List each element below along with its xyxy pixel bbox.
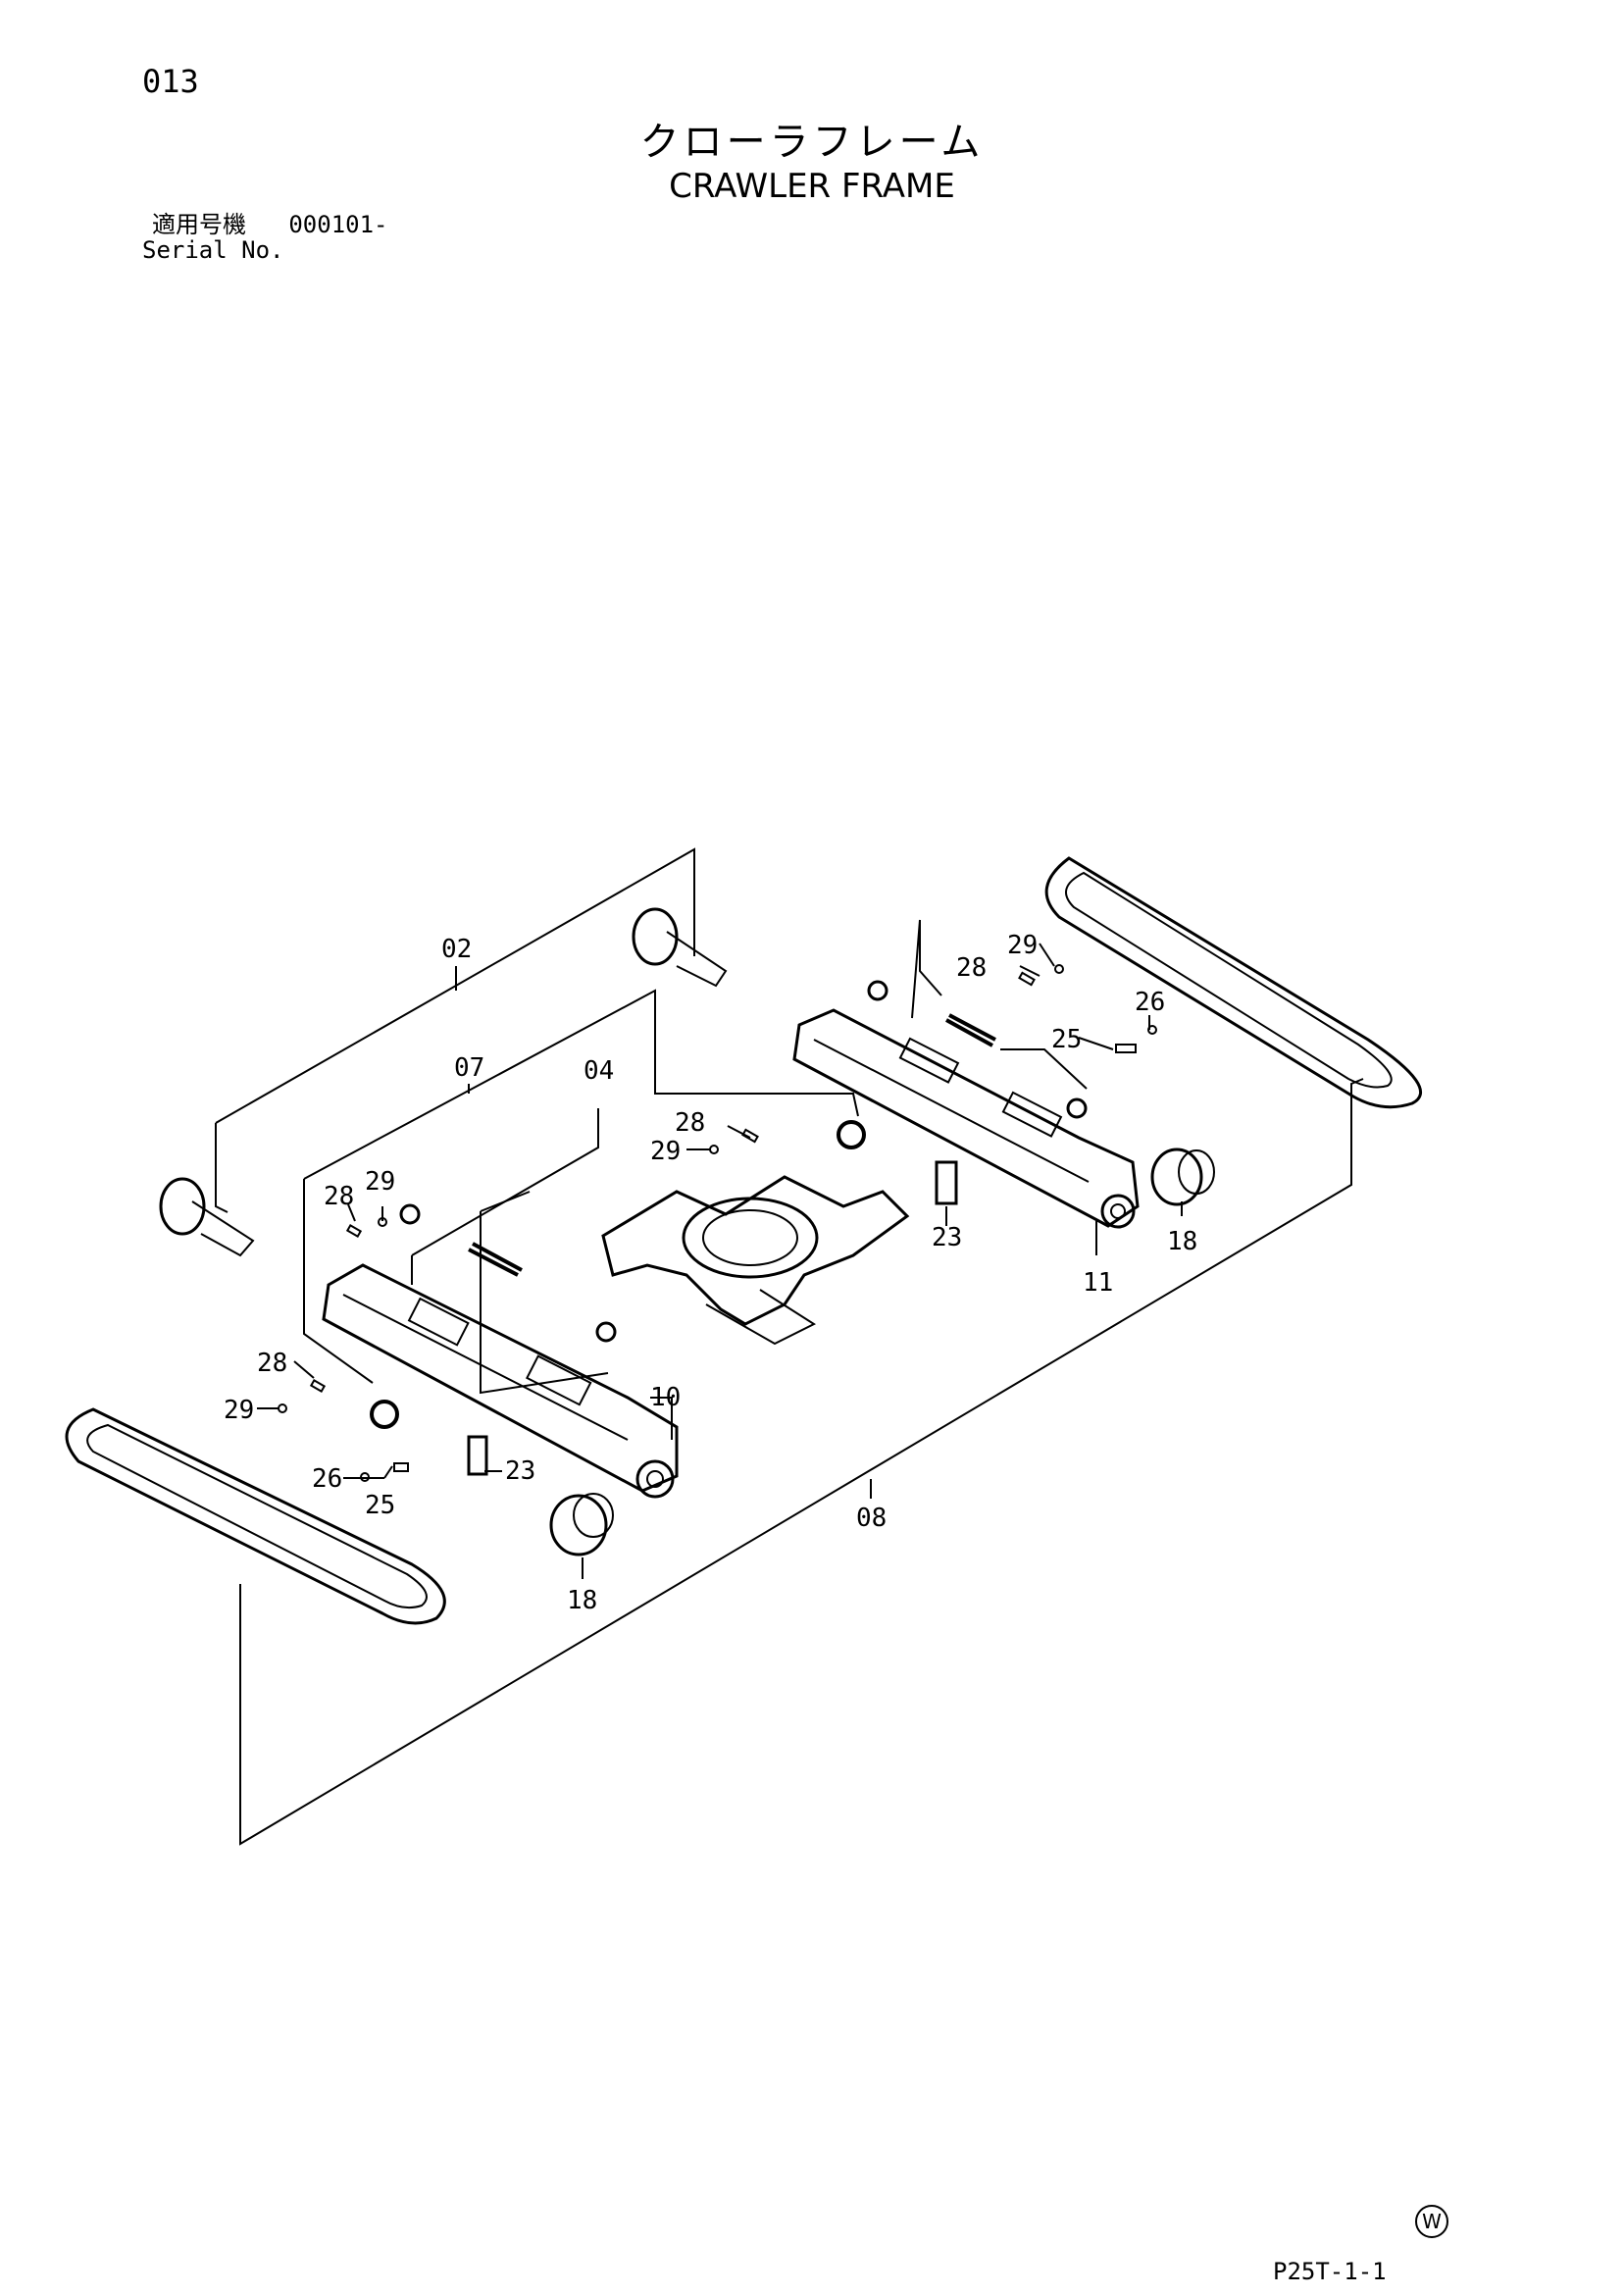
callout-labels: 02 07 04 10 08 11 18 18 23 23 25 25 26 2… bbox=[224, 931, 1197, 1615]
parts-artwork bbox=[65, 856, 1423, 1625]
callout-29-d: 29 bbox=[224, 1396, 254, 1425]
watermark-logo: W bbox=[1415, 2205, 1448, 2238]
left-track-belt bbox=[65, 1407, 446, 1625]
callout-18-right: 18 bbox=[1167, 1227, 1197, 1256]
plate-id: P25T-1-1 bbox=[1273, 2258, 1387, 2285]
callout-11: 11 bbox=[1083, 1268, 1113, 1298]
callout-10: 10 bbox=[650, 1383, 681, 1412]
center-frame bbox=[601, 1175, 910, 1346]
front-idler-assemblies bbox=[159, 907, 728, 1257]
callout-26-left: 26 bbox=[312, 1464, 342, 1494]
callout-28-b: 28 bbox=[675, 1108, 705, 1138]
page-title-japanese: クローラフレーム bbox=[639, 120, 985, 165]
callout-25-left: 25 bbox=[365, 1491, 395, 1520]
right-track-belt bbox=[1044, 856, 1423, 1109]
page-title: CRAWLER FRAME bbox=[669, 167, 955, 206]
callout-29-a: 29 bbox=[1007, 931, 1038, 960]
callout-08: 08 bbox=[856, 1504, 887, 1533]
callout-07: 07 bbox=[454, 1053, 484, 1083]
callout-23-left: 23 bbox=[505, 1456, 535, 1486]
callout-18-left: 18 bbox=[567, 1586, 597, 1615]
serial-number-value: 000101- bbox=[288, 211, 388, 238]
callout-28-c: 28 bbox=[324, 1182, 354, 1211]
travel-motors bbox=[549, 1148, 1215, 1556]
callout-28-a: 28 bbox=[956, 953, 987, 983]
callout-04: 04 bbox=[584, 1056, 614, 1086]
callout-26-right: 26 bbox=[1135, 988, 1165, 1017]
serial-label-japanese: 適用号機 bbox=[152, 211, 246, 238]
callout-29-b: 29 bbox=[650, 1137, 681, 1166]
callout-23-right: 23 bbox=[932, 1223, 962, 1252]
track-guards bbox=[468, 1013, 996, 1277]
callout-28-d: 28 bbox=[257, 1349, 287, 1378]
left-side-frame bbox=[322, 1263, 679, 1499]
page-number: 013 bbox=[142, 63, 199, 100]
serial-number-block: 適用号機 000101- Serial No. bbox=[142, 211, 388, 263]
rollers bbox=[370, 980, 1088, 1429]
blocks bbox=[467, 1160, 958, 1476]
callout-02: 02 bbox=[441, 935, 472, 964]
small-hardware bbox=[278, 964, 1157, 1482]
callout-25-right: 25 bbox=[1051, 1025, 1082, 1054]
serial-label: Serial No. bbox=[142, 236, 284, 264]
right-side-frame bbox=[792, 1008, 1140, 1229]
callout-29-c: 29 bbox=[365, 1167, 395, 1197]
